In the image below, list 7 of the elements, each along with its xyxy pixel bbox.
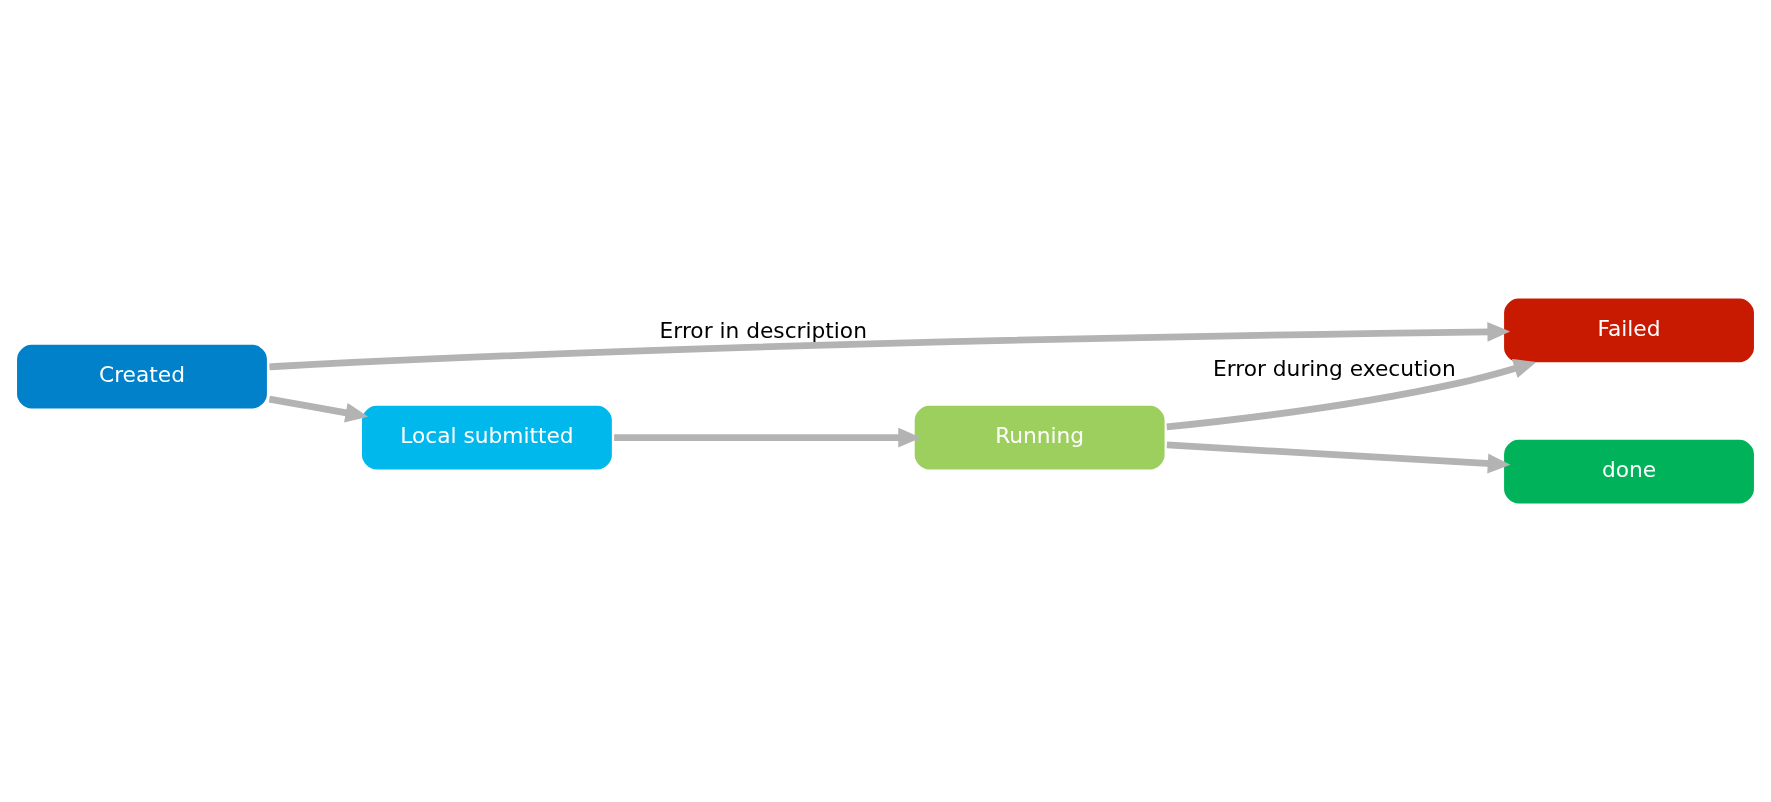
edge-label: Error in description	[659, 318, 867, 344]
arrow	[269, 321, 1511, 371]
arrow	[268, 395, 369, 423]
arrow	[614, 427, 921, 448]
arrow	[1166, 358, 1537, 431]
edge-label: Error during execution	[1213, 356, 1456, 382]
arrow	[1166, 441, 1511, 474]
